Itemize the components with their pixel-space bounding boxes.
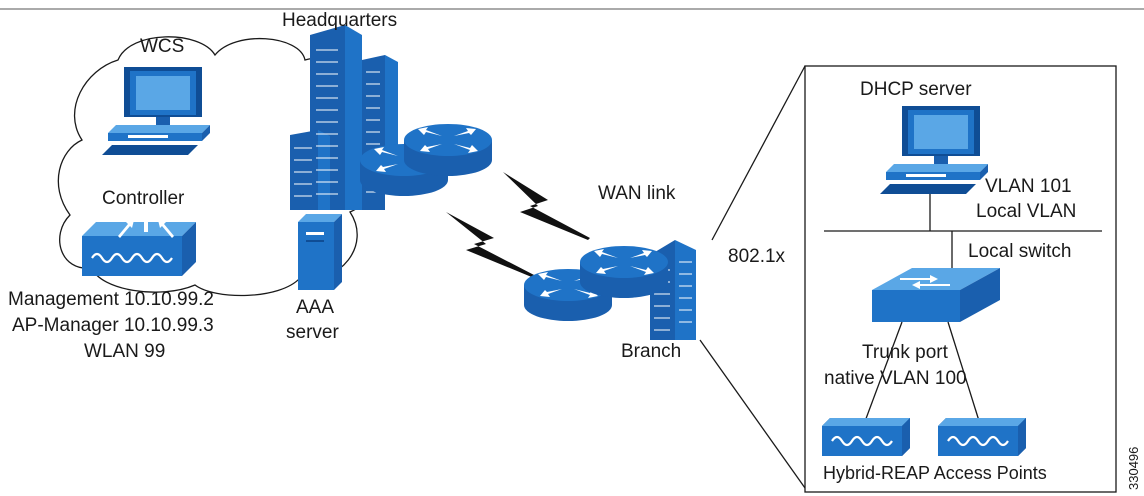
- dhcp-computer-icon: [880, 106, 988, 194]
- zoom-line-top: [711, 65, 806, 241]
- dot1x-label: 802.1x: [728, 246, 786, 267]
- headquarters-building-icon: [290, 25, 398, 210]
- hreap-aps-label: Hybrid-REAP Access Points: [823, 463, 1047, 483]
- figure-id: 330496: [1126, 447, 1141, 490]
- wcs-label: WCS: [140, 36, 184, 57]
- branch-label: Branch: [621, 341, 681, 362]
- wan-link-label: WAN link: [598, 183, 676, 204]
- wlan-label: WLAN 99: [84, 341, 165, 362]
- aaa-label-line2: server: [286, 322, 339, 343]
- headquarters-label: Headquarters: [282, 10, 397, 31]
- wan-link-lower-icon: [446, 212, 536, 278]
- trunk-line-left: [863, 321, 903, 425]
- local-switch-icon: [872, 268, 1000, 322]
- access-point-1-icon: [820, 416, 912, 458]
- aaa-label-line1: AAA: [296, 297, 334, 318]
- controller-icon: [82, 210, 196, 276]
- dhcp-server-label: DHCP server: [860, 79, 972, 100]
- wcs-computer-icon: [102, 67, 210, 155]
- controller-label: Controller: [102, 188, 185, 209]
- branch-detail-panel: [804, 65, 1117, 493]
- trunk-line-right: [947, 321, 981, 425]
- aaa-server-icon: [298, 214, 342, 290]
- ap-manager-label: AP-Manager 10.10.99.3: [12, 315, 214, 336]
- hq-router-2-icon: [404, 124, 492, 176]
- vlan101-label: VLAN 101: [985, 176, 1072, 197]
- branch-router-2-icon: [580, 246, 668, 298]
- access-point-2-icon: [936, 416, 1028, 458]
- management-label: Management 10.10.99.2: [8, 289, 214, 310]
- trunk-port-label: Trunk port: [862, 342, 949, 363]
- wan-link-upper-icon: [503, 172, 590, 240]
- local-vlan-label: Local VLAN: [976, 201, 1076, 222]
- local-switch-label: Local switch: [968, 241, 1072, 262]
- native-vlan-label: native VLAN 100: [824, 368, 967, 389]
- zoom-line-bottom: [699, 339, 806, 489]
